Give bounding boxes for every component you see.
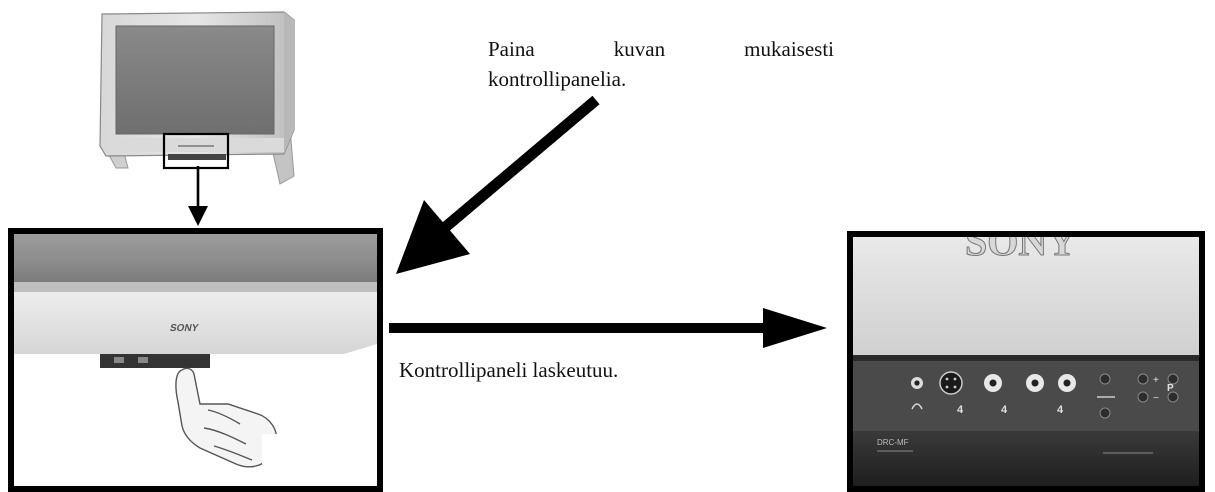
bezel-logo: SONY	[169, 323, 200, 334]
volume-plus-label: +	[1153, 375, 1159, 386]
model-label: DRC-MF	[877, 438, 909, 447]
instruction-word: Paina	[488, 37, 535, 61]
audio-right-jack-icon	[1058, 374, 1076, 392]
photo-press-panel: SONY	[8, 228, 383, 492]
control-panel-highlight	[162, 132, 230, 170]
instruction-line: kontrollipanelia.	[488, 67, 627, 91]
control-panel-illustration: SONY DRC-MF 4 4	[853, 237, 1199, 486]
arrow-right-icon	[389, 308, 827, 348]
brand-logo: SONY	[965, 237, 1076, 264]
photo-open-control-panel: SONY DRC-MF 4 4	[847, 231, 1205, 492]
headphone-jack-icon	[911, 377, 923, 410]
diagonal-arrow-icon	[396, 96, 600, 274]
volume-minus-label: −	[1153, 393, 1159, 404]
program-label: P	[1167, 383, 1174, 394]
video-jack-icon	[984, 374, 1002, 392]
s-video-jack-icon	[939, 371, 963, 395]
instruction-word: kuvan	[613, 37, 666, 61]
tv-body	[99, 11, 295, 185]
tv-overview-illustration	[99, 11, 295, 185]
arrow-down-icon	[188, 166, 208, 226]
instruction-press-panel: Paina kuvan mukaisesti kontrollipanelia.	[488, 34, 834, 94]
hand-pressing	[175, 367, 277, 468]
s-video-input-number: 4	[957, 404, 964, 416]
tv-screen	[115, 25, 275, 135]
video-input-number: 4	[1001, 404, 1008, 416]
audio-input-number: 4	[1057, 404, 1064, 416]
instruction-word: mukaisesti	[744, 37, 834, 61]
instruction-panel-lowers: Kontrollipaneli laskeutuu.	[399, 358, 619, 382]
photo-press-panel-illustration: SONY	[14, 234, 377, 486]
control-buttons	[1097, 373, 1179, 419]
audio-left-jack-icon	[1026, 374, 1044, 392]
